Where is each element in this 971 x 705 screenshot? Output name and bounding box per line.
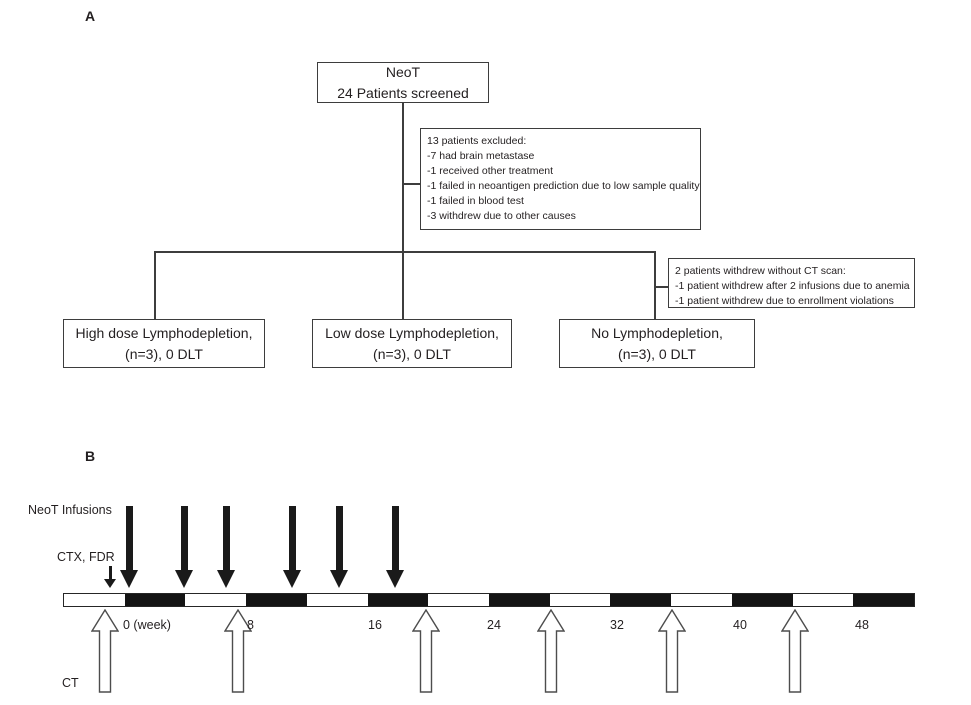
ct-arrow-icon [780,608,810,693]
infusion-arrow-head [217,570,235,588]
infusion-arrow-shaft [288,506,296,570]
timeline-segment [792,594,854,606]
infusion-arrow [330,506,348,588]
infusion-arrow-head [330,570,348,588]
infusion-arrow-head [175,570,193,588]
timeline-segment [489,594,550,606]
infusion-arrow-shaft [180,506,188,570]
excluded-item: -1 failed in blood test [427,194,524,207]
excluded-item-list: -7 had brain metastase -1 received other … [427,149,700,224]
withdrawal-item-list: -1 patient withdrew after 2 infusions du… [675,279,910,307]
timeline-segment [124,594,186,606]
connector-line [654,286,668,288]
ct-arrow [411,608,441,693]
arm-box-high-dose: High dose Lymphodepletion, (n=3), 0 DLT [63,319,265,368]
week-tick-label: 0 (week) [123,618,171,632]
panel-b-label: B [85,448,96,464]
ct-arrow-icon [411,608,441,693]
timeline-segment [853,594,915,606]
ct-arrow [223,608,253,693]
timeline-segment [306,594,368,606]
infusion-arrow [283,506,301,588]
screening-box-line2: 24 Patients screened [337,84,469,101]
arm-high-line2: (n=3), 0 DLT [125,345,203,362]
infusion-arrow-head [120,570,138,588]
infusion-arrow [120,506,138,588]
timeline-segment [64,594,125,606]
arm-low-line2: (n=3), 0 DLT [373,345,451,362]
ct-arrow [90,608,120,693]
screening-box: NeoT 24 Patients screened [317,62,489,103]
infusion-arrow-shaft [391,506,399,570]
timeline-segment [185,594,247,606]
excluded-item: -1 failed in neoantigen prediction due t… [427,179,700,192]
infusions-label: NeoT Infusions [28,503,112,517]
excluded-item: -7 had brain metastase [427,149,535,162]
excluded-item: -3 withdrew due to other causes [427,209,576,222]
week-tick-label: 8 [247,618,254,632]
ctx-arrow-head [104,579,116,588]
timeline-segment [671,594,732,606]
panel-a-label: A [85,8,96,24]
arm-box-low-dose: Low dose Lymphodepletion, (n=3), 0 DLT [312,319,512,368]
infusion-arrow-head [386,570,404,588]
arm-no-line1: No Lymphodepletion, [591,325,723,342]
infusion-arrow-shaft [222,506,230,570]
infusion-arrow [217,506,235,588]
connector-line [154,251,655,253]
timeline-segment [610,594,672,606]
infusion-arrow-head [283,570,301,588]
arm-no-line2: (n=3), 0 DLT [618,345,696,362]
connector-line [402,103,404,252]
treatment-timeline-bar [63,593,915,607]
ct-arrow-icon [657,608,687,693]
infusion-arrow-shaft [335,506,343,570]
excluded-item: -1 received other treatment [427,164,554,177]
timeline-segment [428,594,490,606]
timeline-segment [367,594,429,606]
ctx-fdr-label: CTX, FDR [57,550,115,564]
week-tick-label: 40 [733,618,747,632]
ctx-arrow-shaft [108,566,112,579]
ct-arrow-icon [223,608,253,693]
withdrawal-item: -1 patient withdrew due to enrollment vi… [675,294,894,307]
arm-high-line1: High dose Lymphodepletion, [75,325,253,342]
ct-arrow-icon [90,608,120,693]
arm-low-line1: Low dose Lymphodepletion, [325,325,499,342]
week-tick-label: 48 [855,618,869,632]
infusion-arrow [175,506,193,588]
ct-arrow [657,608,687,693]
connector-line [154,251,156,319]
ct-arrow-icon [536,608,566,693]
excluded-box: 13 patients excluded: -7 had brain metas… [420,128,701,230]
ct-label: CT [62,676,79,690]
week-tick-label: 24 [487,618,501,632]
ct-arrow [780,608,810,693]
connector-line [402,251,404,319]
arm-box-no-lympho: No Lymphodepletion, (n=3), 0 DLT [559,319,755,368]
withdrawal-box: 2 patients withdrew without CT scan: -1 … [668,258,915,308]
ctx-arrow [104,566,116,588]
excluded-box-title: 13 patients excluded: [427,135,527,147]
week-tick-label: 32 [610,618,624,632]
infusion-arrow-shaft [125,506,133,570]
screening-box-line1: NeoT [385,64,421,81]
timeline-segment [731,594,793,606]
timeline-segment [246,594,307,606]
connector-line [654,251,656,319]
timeline-segment [549,594,611,606]
week-tick-label: 16 [368,618,382,632]
ct-arrow [536,608,566,693]
connector-line [403,183,420,185]
infusion-arrow [386,506,404,588]
withdrawal-box-title: 2 patients withdrew without CT scan: [675,265,846,277]
withdrawal-item: -1 patient withdrew after 2 infusions du… [675,279,910,292]
